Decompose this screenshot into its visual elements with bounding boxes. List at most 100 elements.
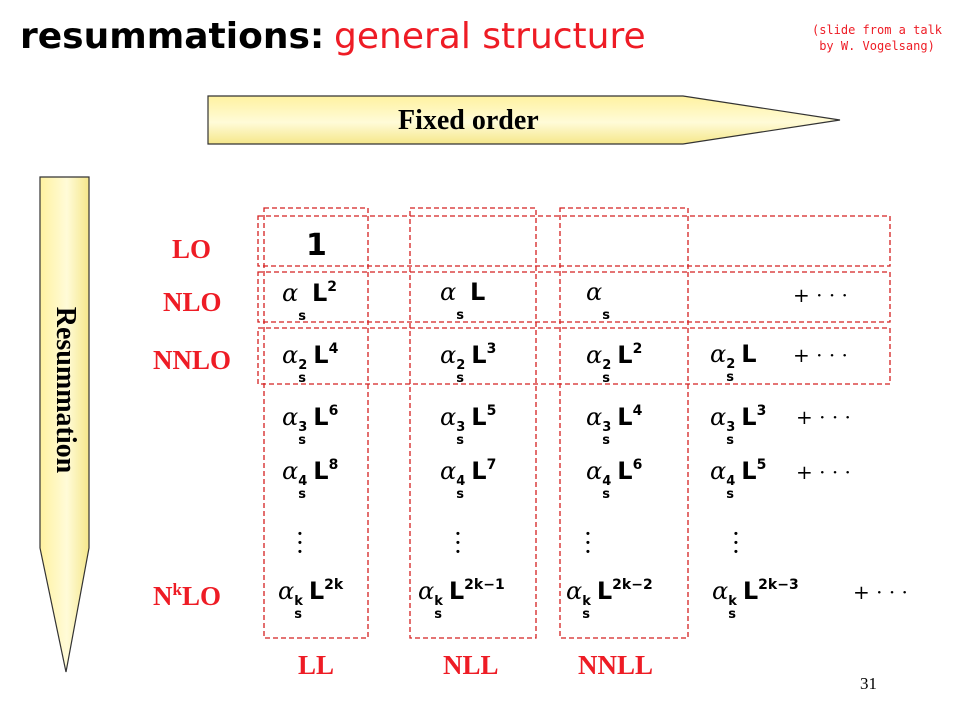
alpha-symbol: α [282, 403, 299, 431]
vdots-nll: ··· [454, 520, 462, 566]
column-label-ll: LL [298, 650, 335, 680]
alpha-subscript: s [602, 433, 610, 448]
log-power: 5 [486, 403, 497, 419]
alpha-symbol: α [440, 457, 457, 485]
ellipsis-nnlo: + · · · [793, 343, 848, 367]
alpha-subscript: s [298, 309, 306, 324]
alpha-symbol: α [710, 403, 727, 431]
log-symbol: L [617, 341, 633, 369]
alpha-symbol: α [586, 403, 603, 431]
row-box-lo [257, 215, 891, 267]
page-number: 31 [860, 674, 877, 693]
log-power: 4 [632, 403, 643, 419]
alpha-indices: s [456, 296, 464, 322]
log-symbol: L [742, 577, 759, 605]
log-symbol: L [617, 457, 633, 485]
slide-title: resummations: [20, 16, 325, 57]
alpha-power: 4 [298, 474, 308, 489]
nklo-tail: LO [181, 581, 221, 611]
column-label-nnll: NNLL [578, 650, 654, 680]
ellipsis-nlo: + · · · [793, 283, 848, 307]
alpha-symbol: α [418, 577, 435, 605]
log-power: 2k−3 [758, 577, 799, 593]
alpha-symbol: α [440, 341, 457, 369]
alpha-power: k [582, 594, 591, 609]
alpha-power: k [434, 594, 443, 609]
alpha-subscript: s [726, 487, 734, 502]
fixed-order-label: Fixed order [398, 105, 539, 136]
log-power: 2k−2 [612, 577, 653, 593]
alpha-indices: s [602, 296, 610, 322]
alpha-power: 3 [298, 420, 308, 435]
alpha-power: 4 [456, 474, 466, 489]
alpha-subscript: s [294, 607, 302, 622]
alpha-power: 4 [602, 474, 612, 489]
log-power: 6 [328, 403, 339, 419]
log-symbol: L [471, 403, 487, 431]
alpha-symbol: α [710, 457, 727, 485]
log-symbol: L [448, 577, 465, 605]
log-symbol: L [313, 457, 329, 485]
alpha-power: 3 [456, 420, 466, 435]
credit-note: (slide from a talk by W. Vogelsang) [802, 22, 952, 54]
row-label-nlo: NLO [163, 287, 222, 317]
slide-subtitle: general structure [334, 16, 646, 57]
alpha-symbol: α [712, 577, 729, 605]
term-r1-3: α s [586, 280, 610, 322]
alpha-power: 3 [726, 420, 736, 435]
alpha-symbol: α [586, 341, 603, 369]
row-label-lo: LO [172, 234, 212, 264]
ellipsis-r3: + · · · [796, 405, 851, 429]
alpha-indices: s [298, 297, 306, 323]
nklo-base: N [153, 581, 173, 611]
alpha-power: k [728, 594, 737, 609]
credit-line-2: by W. Vogelsang) [819, 39, 935, 53]
row-label-nklo: NkLO [153, 580, 221, 612]
alpha-subscript: s [582, 607, 590, 622]
alpha-symbol: α [586, 278, 603, 306]
log-power: 5 [756, 457, 767, 473]
resummation-label: Resummation [50, 306, 81, 474]
nklo-superscript: k [172, 580, 182, 599]
alpha-subscript: s [456, 371, 464, 386]
alpha-subscript: s [434, 607, 442, 622]
log-symbol: L [313, 403, 329, 431]
log-power: 8 [328, 457, 339, 473]
alpha-power: 2 [602, 358, 612, 373]
ellipsis-rk: + · · · [853, 580, 908, 604]
log-symbol: L [617, 403, 633, 431]
alpha-subscript: s [726, 433, 734, 448]
vdots-n3ll: ··· [732, 520, 740, 566]
log-power: 7 [486, 457, 497, 473]
credit-line-1: (slide from a talk [811, 23, 943, 37]
log-power: 2 [632, 341, 643, 357]
alpha-symbol: α [282, 457, 299, 485]
log-symbol: L [741, 340, 757, 368]
alpha-symbol: α [282, 279, 299, 307]
column-box-nnll [559, 207, 689, 639]
alpha-power: 2 [456, 358, 466, 373]
alpha-subscript: s [456, 487, 464, 502]
alpha-subscript: s [298, 371, 306, 386]
row-box-nnlo [257, 327, 891, 385]
log-symbol: L [741, 403, 757, 431]
